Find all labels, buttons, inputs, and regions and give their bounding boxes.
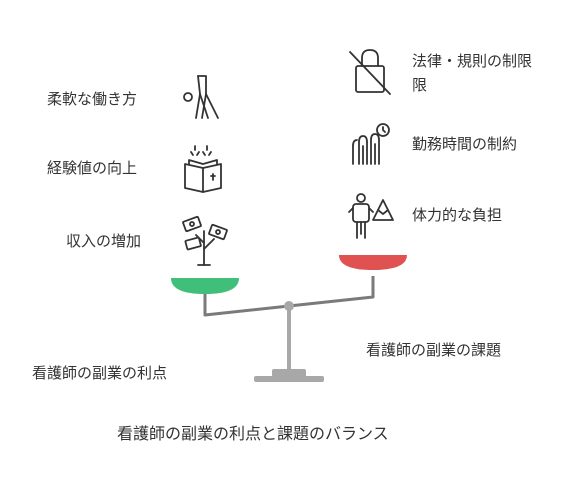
hand-clock-icon [352,123,390,165]
benefit-label-income: 収入の増加 [66,232,142,250]
challenge-pan [339,255,407,270]
challenge-label-physical: 体力的な負担 [412,206,503,224]
benefit-label-flexible-work: 柔軟な働き方 [47,90,138,108]
challenge-label-legal-line2: 限 [412,76,428,94]
challenges-heading: 看護師の副業の課題 [366,341,502,359]
benefit-label-experience: 経験値の向上 [47,159,138,177]
yoga-pose-icon [183,75,219,119]
open-book-icon [184,145,222,193]
diagram-caption: 看護師の副業の利点と課題のバランス [117,424,389,443]
money-plant-icon [182,215,228,266]
challenge-label-legal: 法律・規則の制限 [412,52,533,70]
scale-base-top [272,369,306,377]
hiker-mountain-icon [348,193,394,239]
scale-pivot [284,301,294,311]
benefit-pan [171,278,239,294]
challenge-label-work-hours: 勤務時間の制約 [412,135,518,153]
scale-pole [287,306,291,370]
benefits-heading: 看護師の副業の利点 [32,364,168,382]
scale-base [254,376,324,382]
lock-prohibited-icon [349,49,391,95]
